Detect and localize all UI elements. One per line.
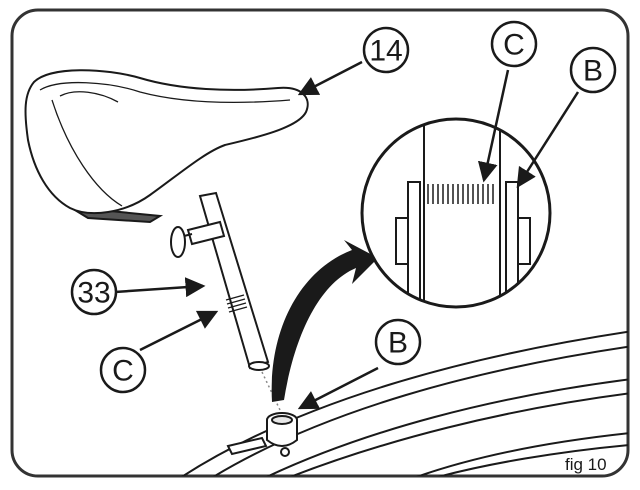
callout-detail-b-circle — [569, 46, 617, 94]
arrow-saddle — [297, 60, 363, 96]
arrow-post-marking — [139, 310, 219, 352]
figure-border — [10, 8, 630, 478]
seat-post-icon — [170, 191, 270, 371]
callout-c-label: C — [112, 355, 134, 388]
callout-c-circle — [99, 346, 147, 394]
curved-arrow-icon — [271, 240, 378, 402]
arrow-seat-post — [114, 277, 206, 298]
leader-arrows — [114, 60, 580, 410]
arrow-clamp — [297, 366, 379, 410]
magnified-detail-icon — [360, 117, 552, 309]
callout-b-label: B — [388, 327, 408, 360]
arrow-detail-marking — [477, 69, 510, 183]
callout-14-circle — [362, 26, 410, 74]
callout-detail-c-circle — [490, 20, 538, 68]
callout-b-circle — [374, 318, 422, 366]
figure-caption: fig 10 — [565, 455, 607, 474]
callout-detail-c-label: C — [503, 29, 525, 62]
callout-14-label: 14 — [369, 35, 402, 68]
saddle-icon — [24, 69, 309, 224]
seat-clamp-icon — [226, 412, 298, 457]
callout-33-circle — [70, 268, 118, 316]
callout-33-label: 33 — [77, 277, 110, 310]
bicycle-frame-icon — [179, 329, 628, 476]
post-marking-lines — [225, 294, 248, 313]
callout-detail-b-label: B — [583, 55, 603, 88]
insertion-guide — [261, 371, 281, 411]
arrow-detail-clamp — [516, 91, 580, 189]
